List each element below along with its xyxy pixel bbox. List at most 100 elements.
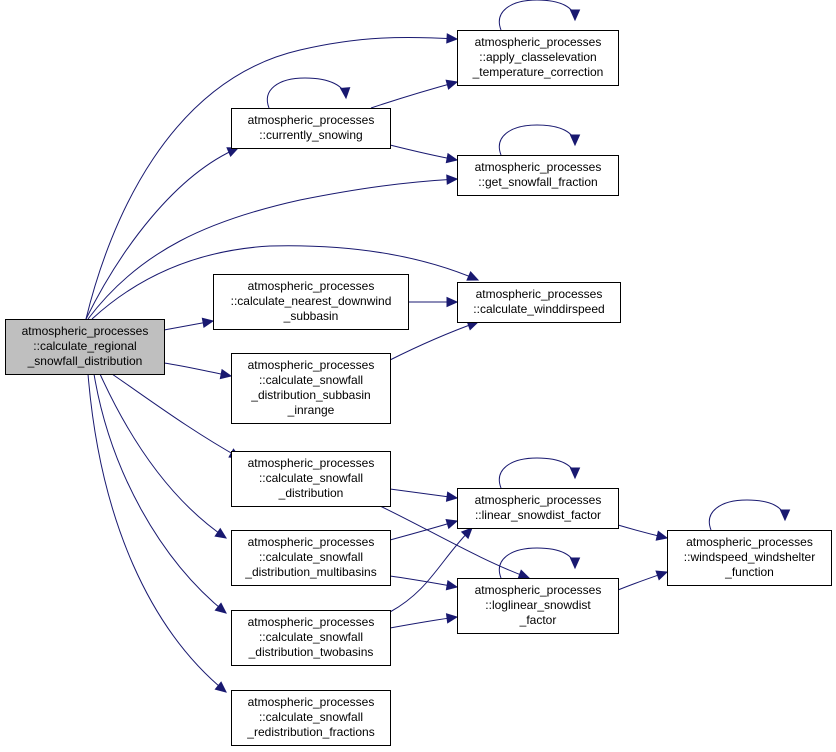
node-label-line: ::calculate_snowfall	[259, 373, 363, 387]
node-calculate-nearest-downwind[interactable]: atmospheric_processes::calculate_nearest…	[213, 274, 409, 330]
node-label-line: ::get_snowfall_fraction	[478, 175, 597, 189]
edge-loglinear_snowdist_factor-to-loglinear_snowdist_factor	[499, 547, 581, 579]
node-label-line: _subbasin	[283, 309, 339, 323]
edge-arrowhead	[445, 580, 459, 591]
node-label-line: _inrange	[287, 403, 335, 417]
edge-arrowhead	[655, 530, 669, 541]
node-box[interactable]	[457, 30, 619, 86]
node-box[interactable]	[231, 451, 391, 507]
edge-arrowhead	[445, 79, 459, 90]
node-currently-snowing[interactable]: atmospheric_processes::currently_snowing	[231, 108, 391, 149]
node-box[interactable]	[457, 578, 619, 634]
node-box[interactable]	[457, 282, 621, 323]
node-calculate-snowfall-distribution-subbasin-inrange[interactable]: atmospheric_processes::calculate_snowfal…	[231, 353, 391, 424]
node-label-line: atmospheric_processes	[248, 279, 375, 293]
edge-calculate_snowfall_distribution-to-linear_snowdist_factor	[389, 488, 459, 502]
node-box[interactable]	[231, 690, 391, 746]
edges-layer	[85, 0, 791, 693]
edge-arrowhead	[569, 557, 581, 570]
node-box[interactable]	[231, 353, 391, 424]
edge-arrowhead	[445, 613, 459, 624]
node-label-line: atmospheric_processes	[475, 583, 602, 597]
edge-calculate_nearest_downwind-to-calculate_winddirspeed	[408, 296, 459, 308]
edge-calculate_snowfall_distribution_multibasins-to-linear_snowdist_factor	[389, 519, 459, 541]
edge-line	[85, 147, 239, 320]
edge-apply_classelevation-to-apply_classelevation	[499, 0, 581, 31]
node-label-line: ::apply_classelevation	[479, 50, 596, 64]
edge-root-to-calculate_snowfall_distribution	[111, 373, 242, 459]
edge-arrowhead	[446, 33, 459, 44]
node-label-line: _distribution_subbasin	[250, 388, 370, 402]
edge-arrowhead	[569, 467, 581, 480]
node-box[interactable]	[457, 488, 619, 529]
edge-line	[87, 373, 227, 693]
node-box[interactable]	[231, 530, 391, 586]
node-label-line: atmospheric_processes	[476, 287, 603, 301]
node-windspeed-windshelter-function[interactable]: atmospheric_processes::windspeed_windshe…	[667, 530, 832, 586]
node-label-line: ::loglinear_snowdist	[485, 598, 591, 612]
node-get-snowfall-fraction[interactable]: atmospheric_processes::get_snowfall_frac…	[457, 155, 619, 196]
edge-linear_snowdist_factor-to-linear_snowdist_factor	[499, 457, 581, 489]
edge-arrowhead	[569, 9, 581, 22]
edge-calculate_snowfall_distribution_multibasins-to-loglinear_snowdist_factor	[389, 575, 459, 591]
edge-arrowhead	[445, 519, 459, 530]
edge-root-to-calculate_winddirspeed	[91, 245, 480, 320]
nodes-layer: atmospheric_processes::calculate_regiona…	[5, 30, 832, 746]
edge-calculate_snowfall_distribution_twobasins-to-linear_snowdist_factor	[389, 527, 473, 613]
edge-arrowhead	[445, 152, 459, 164]
edge-arrowhead	[201, 317, 215, 329]
node-label-line: _distribution_twobasins	[248, 645, 374, 659]
node-label-line: atmospheric_processes	[475, 493, 602, 507]
edge-arrowhead	[655, 570, 669, 581]
node-label-line: atmospheric_processes	[475, 35, 602, 49]
edge-root-to-calculate_snowfall_distribution_multibasins	[99, 373, 228, 539]
node-box[interactable]	[5, 319, 165, 375]
node-calculate-snowfall-distribution-twobasins[interactable]: atmospheric_processes::calculate_snowfal…	[231, 610, 391, 666]
edge-arrowhead	[214, 681, 227, 693]
edge-line	[93, 373, 227, 614]
node-loglinear-snowdist-factor[interactable]: atmospheric_processes::loglinear_snowdis…	[457, 578, 619, 634]
node-label-line: ::calculate_snowfall	[259, 630, 363, 644]
node-label-line: ::windspeed_windshelter	[684, 550, 815, 564]
edge-line	[709, 499, 786, 531]
node-apply-classelevation[interactable]: atmospheric_processes::apply_classelevat…	[457, 30, 619, 86]
edge-root-to-calculate_snowfall_distribution_subbasin_inrange	[163, 362, 233, 380]
edge-calculate_snowfall_distribution_twobasins-to-loglinear_snowdist_factor	[389, 613, 459, 629]
node-box[interactable]	[231, 108, 391, 149]
node-box[interactable]	[667, 530, 832, 586]
edge-get_snowfall_fraction-to-get_snowfall_fraction	[499, 124, 581, 156]
node-calculate-snowfall-redistribution-fractions[interactable]: atmospheric_processes::calculate_snowfal…	[231, 690, 391, 746]
edge-root-to-calculate_nearest_downwind	[163, 317, 215, 331]
edge-currently_snowing-to-get_snowfall_fraction	[389, 144, 459, 164]
edge-line	[499, 457, 576, 489]
node-linear-snowdist-factor[interactable]: atmospheric_processes::linear_snowdist_f…	[457, 488, 619, 529]
node-calculate-winddirspeed[interactable]: atmospheric_processes::calculate_winddir…	[457, 282, 621, 323]
edge-line	[111, 373, 241, 459]
edge-line	[91, 245, 479, 320]
edge-linear_snowdist_factor-to-windspeed_windshelter_function	[617, 524, 669, 541]
node-label-line: _distribution_multibasins	[244, 565, 376, 579]
edge-line	[499, 0, 576, 31]
edge-arrowhead	[226, 147, 240, 157]
edge-line	[87, 178, 458, 320]
node-calculate-snowfall-distribution[interactable]: atmospheric_processes::calculate_snowfal…	[231, 451, 391, 507]
node-box[interactable]	[231, 610, 391, 666]
node-label-line: ::calculate_regional	[33, 339, 136, 353]
node-label-line: _function	[724, 565, 774, 579]
edge-arrowhead	[517, 569, 531, 580]
node-root[interactable]: atmospheric_processes::calculate_regiona…	[5, 319, 165, 375]
edge-arrowhead	[214, 527, 228, 539]
node-label-line: ::calculate_snowfall	[259, 710, 363, 724]
edge-currently_snowing-to-currently_snowing	[267, 77, 351, 109]
node-label-line: atmospheric_processes	[248, 615, 375, 629]
node-label-line: atmospheric_processes	[22, 324, 149, 338]
edge-line	[379, 505, 530, 579]
node-label-line: atmospheric_processes	[248, 535, 375, 549]
edge-line	[499, 124, 576, 156]
edge-line	[99, 373, 227, 539]
node-label-line: ::calculate_snowfall	[259, 471, 363, 485]
node-box[interactable]	[213, 274, 409, 330]
node-box[interactable]	[457, 155, 619, 196]
node-calculate-snowfall-distribution-multibasins[interactable]: atmospheric_processes::calculate_snowfal…	[231, 530, 391, 586]
